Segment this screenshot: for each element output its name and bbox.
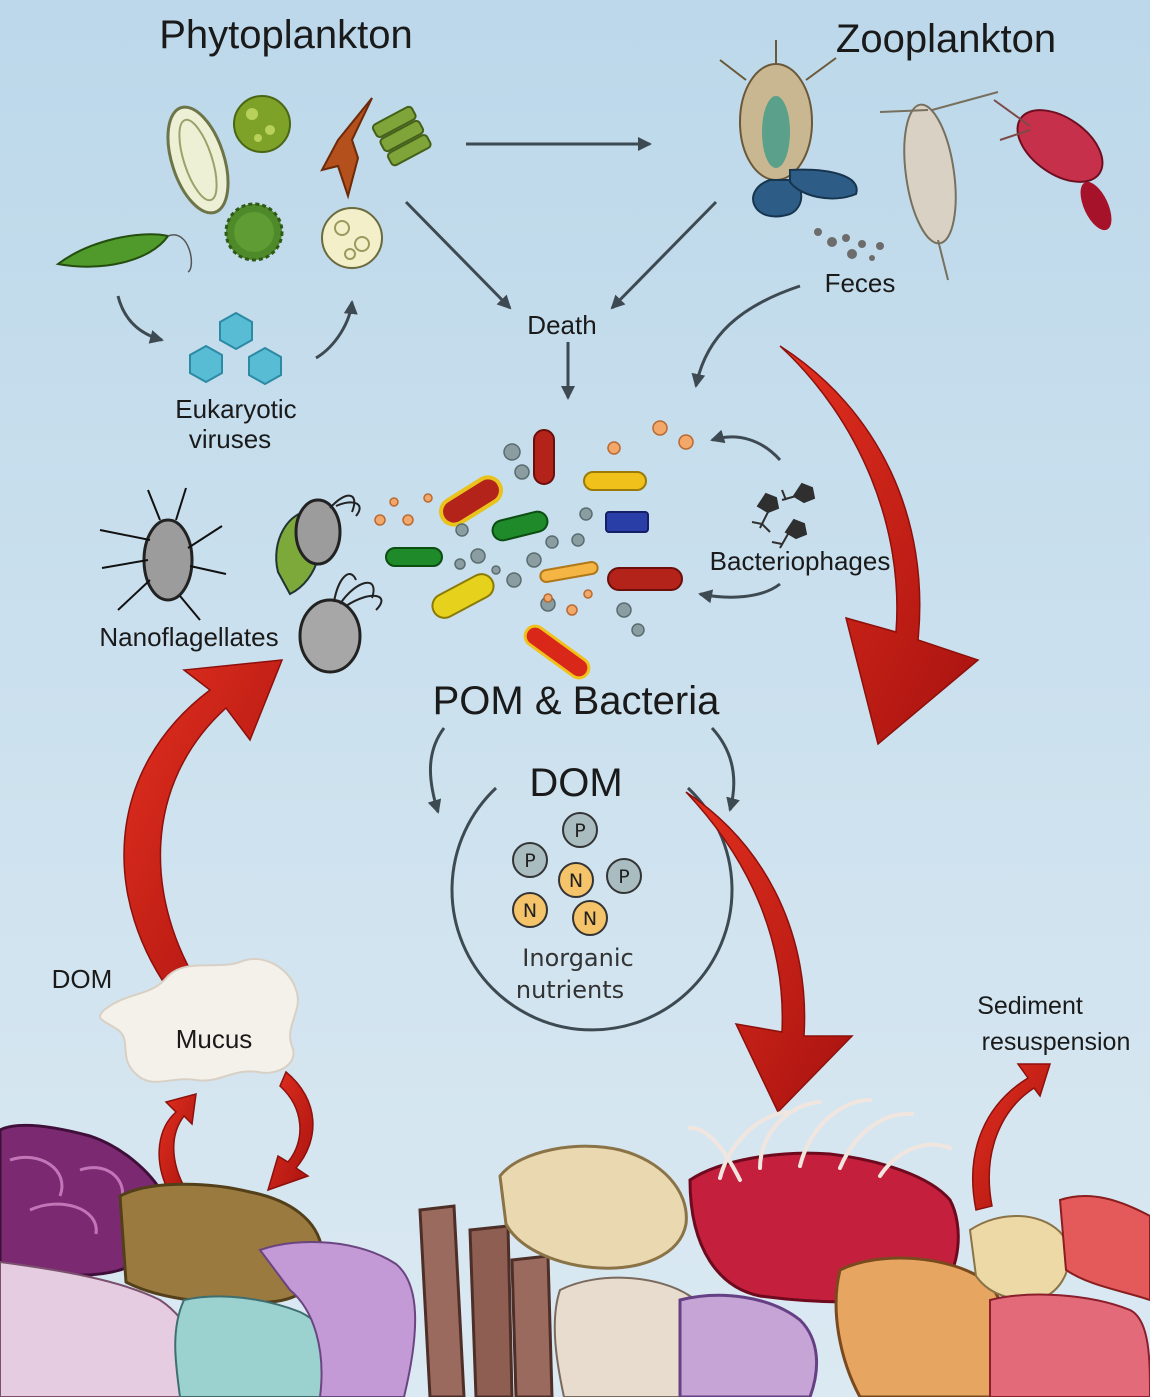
nutrient-n-2: N — [512, 892, 548, 928]
phage-lower-arrow — [698, 582, 781, 604]
coral-reef — [0, 1098, 1150, 1397]
feces-label: Feces — [825, 268, 896, 298]
mucus-to-reef-red-arrow — [266, 1070, 314, 1192]
bacteria-cluster — [385, 429, 683, 680]
svg-text:P: P — [524, 850, 535, 872]
nanoflagellate-illustration — [99, 487, 383, 674]
svg-text:N: N — [583, 908, 597, 930]
feces-to-reef-red-arrow — [779, 345, 980, 746]
svg-text:N: N — [569, 870, 583, 892]
dom-pool-outline — [450, 786, 734, 1032]
phyto-to-death-arrow — [404, 200, 512, 310]
sediment-resuspension-label-line2: resuspension — [982, 1028, 1131, 1056]
particulate-organic-matter — [374, 420, 694, 637]
sediment-resuspension-label-line1: Sediment — [977, 992, 1083, 1020]
inorganic-nutrients-label-line2: nutrients — [516, 976, 624, 1004]
nutrient-n-3: N — [572, 900, 608, 936]
zoo-to-death-arrow — [610, 200, 718, 310]
pom-to-dom-right-arrow — [710, 726, 740, 812]
feces-pellets — [814, 228, 884, 261]
mucus-label: Mucus — [176, 1024, 253, 1054]
mucus-to-nanoflagellate-red-arrow — [123, 659, 284, 1001]
pom-to-dom-left-arrow — [427, 727, 446, 814]
nutrient-n-1: N — [558, 862, 594, 898]
phage-upper-arrow — [710, 429, 782, 462]
eukaryotic-virus-icons — [189, 311, 282, 386]
feces-to-pom-arrow — [691, 284, 801, 388]
nutrient-p-2: P — [512, 842, 548, 878]
pom-bacteria-label: POM & Bacteria — [433, 679, 721, 723]
bacteriophages-label: Bacteriophages — [710, 546, 891, 576]
nanoflagellates-label: Nanoflagellates — [99, 622, 278, 652]
phytoplankton-label: Phytoplankton — [159, 13, 413, 57]
mucus-blob — [99, 957, 299, 1083]
flow-arrows — [116, 137, 801, 814]
virus-to-phyto-arrow — [315, 300, 358, 360]
reef-to-mucus-red-arrow — [158, 1092, 197, 1195]
zooplankton-illustration — [719, 40, 1112, 281]
sediment-resuspension-red-arrow — [972, 1063, 1052, 1211]
nutrient-p-3: P — [606, 858, 642, 894]
svg-text:P: P — [574, 820, 585, 842]
dom-left-label: DOM — [52, 964, 113, 994]
dom-center-label: DOM — [529, 761, 622, 805]
phytoplankton-illustration — [55, 95, 432, 273]
bacteriophage-icons — [751, 482, 816, 549]
svg-text:P: P — [618, 866, 629, 888]
nutrient-p-1: P — [562, 812, 598, 848]
zooplankton-label: Zooplankton — [836, 17, 1056, 61]
svg-text:N: N — [523, 900, 537, 922]
red-flux-arrows — [123, 345, 1052, 1211]
death-label: Death — [527, 310, 596, 340]
eukaryotic-viruses-label-line2: viruses — [189, 424, 271, 454]
euglena-to-virus-arrow — [116, 295, 164, 344]
eukaryotic-viruses-label-line1: Eukaryotic — [175, 394, 296, 424]
dom-to-reef-red-arrow — [685, 791, 854, 1114]
inorganic-nutrients-label-line1: Inorganic — [522, 944, 633, 972]
